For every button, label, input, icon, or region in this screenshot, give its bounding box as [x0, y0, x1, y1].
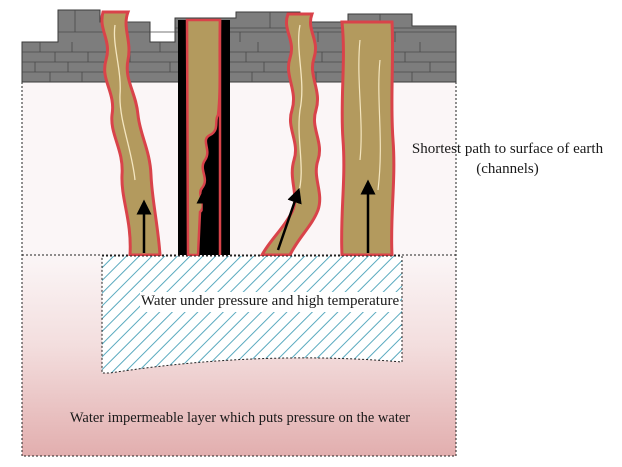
channel-1 — [100, 10, 162, 257]
channel-4 — [340, 20, 396, 257]
arrow-channel-3 — [276, 187, 302, 251]
water-label: Water under pressure and high temperatur… — [140, 292, 400, 312]
impermeable-layer-label: Water impermeable layer which puts press… — [69, 410, 411, 426]
water-reservoir — [101, 255, 403, 374]
flow-arrows — [136, 179, 376, 253]
channels-label: Shortest path to surface of earth (chann… — [411, 141, 604, 177]
channel-3 — [259, 12, 322, 257]
